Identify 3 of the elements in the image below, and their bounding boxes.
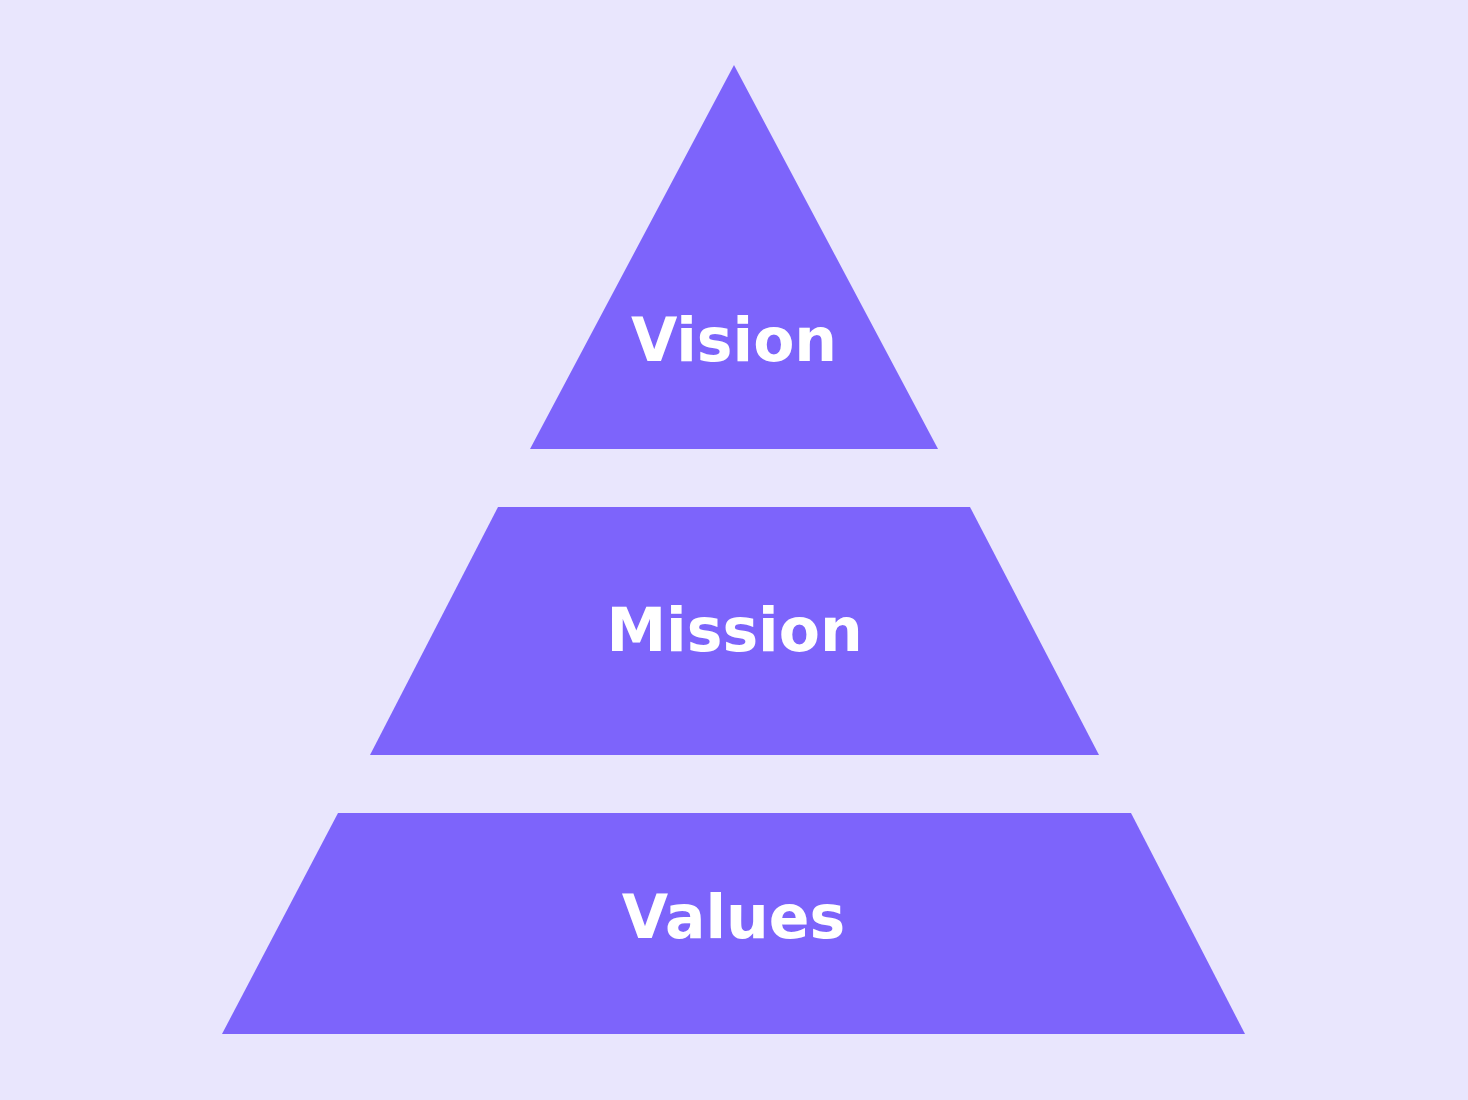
tier-label: Vision xyxy=(630,307,838,373)
tier-label: Values xyxy=(621,884,846,950)
tier-label: Mission xyxy=(606,597,863,663)
